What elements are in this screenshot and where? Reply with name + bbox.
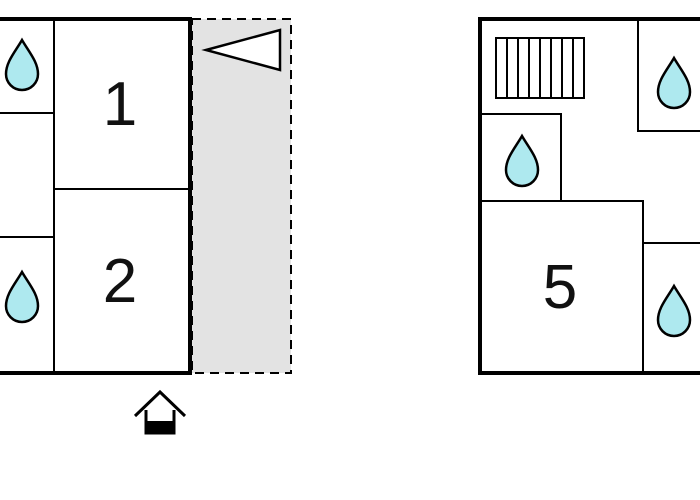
room-5-wall [480, 200, 644, 373]
terrace-area [191, 18, 292, 374]
left-building-outer-wall [0, 17, 192, 375]
water-drop-icon [4, 38, 40, 92]
room-label-1: 1 [103, 70, 137, 139]
middle-bathroom-wall [480, 113, 562, 201]
right-building-outer-wall [478, 17, 700, 375]
room-label-5: 5 [543, 253, 577, 322]
top-right-bathroom-wall [637, 19, 700, 132]
stairs-icon [495, 37, 585, 99]
room-label-2: 2 [103, 247, 137, 316]
water-drop-icon [504, 134, 540, 188]
water-drop-icon [4, 270, 40, 324]
triangle-marker-icon [201, 28, 282, 72]
left-building: 1 2 [0, 17, 292, 435]
water-drop-icon [656, 56, 692, 110]
right-building: 5 [478, 17, 700, 375]
entrance-house-icon [133, 389, 187, 435]
water-drop-icon [656, 284, 692, 338]
